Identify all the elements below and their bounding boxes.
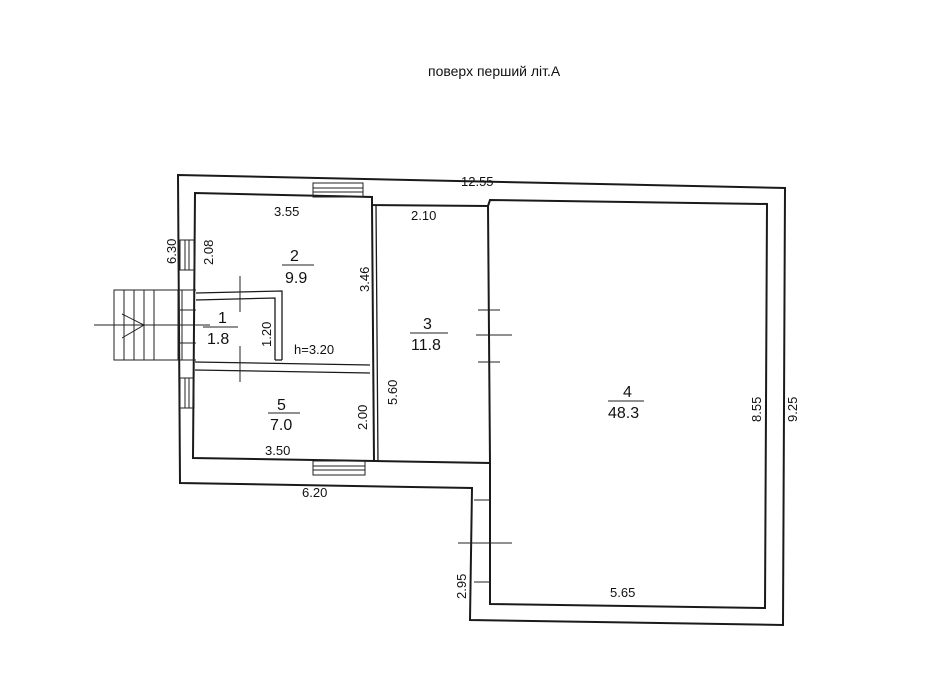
room-1-area: 1.8 xyxy=(207,331,229,348)
dim-overall-right: 9.25 xyxy=(785,397,800,422)
room-3-number: 3 xyxy=(423,316,432,333)
dim-room5-right: 2.00 xyxy=(355,405,370,430)
dim-room5-bottom: 3.50 xyxy=(265,443,290,458)
dim-ceiling-height: h=3.20 xyxy=(294,342,334,357)
room-5-area: 7.0 xyxy=(270,417,292,434)
entrance-arrow-icon xyxy=(94,313,196,339)
room-2-number: 2 xyxy=(290,248,299,265)
room-4-label: 4 48.3 xyxy=(608,384,644,422)
dim-room2-left: 2.08 xyxy=(201,240,216,265)
interior-walls xyxy=(194,204,491,464)
plan-title: поверх перший літ.А xyxy=(428,63,561,79)
room-3-area: 11.8 xyxy=(411,337,441,354)
outer-wall xyxy=(176,173,787,627)
room-1-number: 1 xyxy=(218,310,227,327)
dim-room1-side: 1.20 xyxy=(259,322,274,347)
room-3-label: 3 11.8 xyxy=(410,316,448,354)
window-left-upper xyxy=(179,239,195,271)
room-1-label: 1 1.8 xyxy=(203,310,238,348)
door-openings xyxy=(178,276,512,583)
dim-overall-top: 12.55 xyxy=(461,174,494,189)
windows xyxy=(179,182,366,476)
room-5-label: 5 7.0 xyxy=(268,397,300,434)
room-4-area: 48.3 xyxy=(608,405,639,422)
dimensions: 12.55 3.55 2.10 h=3.20 3.50 6.20 5.65 6.… xyxy=(164,174,800,600)
dim-room3-left: 5.60 xyxy=(385,380,400,405)
window-top xyxy=(312,182,364,198)
dim-room4-bottom: 5.65 xyxy=(610,585,635,600)
dim-room3-top: 2.10 xyxy=(411,208,436,223)
window-bottom xyxy=(312,460,366,476)
dim-overall-left: 6.30 xyxy=(164,239,179,264)
dim-overall-bottom-left: 6.20 xyxy=(302,485,327,500)
dim-room4-right: 8.55 xyxy=(749,397,764,422)
room-2-label: 2 9.9 xyxy=(282,248,314,287)
window-left-lower xyxy=(179,377,195,409)
dim-room2-top: 3.55 xyxy=(274,204,299,219)
dim-room2-right: 3.46 xyxy=(357,267,372,292)
room-4-number: 4 xyxy=(623,384,632,401)
dim-overall-right-lower: 2.95 xyxy=(454,574,469,599)
room-5-number: 5 xyxy=(277,397,286,414)
room-2-area: 9.9 xyxy=(285,270,307,287)
